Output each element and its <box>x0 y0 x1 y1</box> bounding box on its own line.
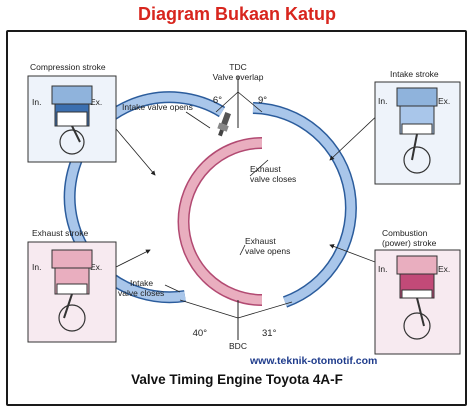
intake-closes-label-2: valve closes <box>118 288 164 298</box>
intake-stroke-panel: Intake stroke In. Ex. <box>374 69 461 185</box>
angle-exhaust-close: 9° <box>258 95 267 106</box>
exhaust-opens-label-2: valve opens <box>245 246 290 256</box>
intake-valve-ring-fill <box>65 92 225 302</box>
exhaust-closes-label-2: valve closes <box>250 174 296 184</box>
exhaust-valve-ring-fill <box>179 138 263 305</box>
exhaust-stroke-panel: Exhaust stroke In. Ex. <box>27 228 117 343</box>
combustion-in-label: In. <box>378 264 387 274</box>
compression-ex-label: Ex. <box>90 97 102 107</box>
overlap-line-left <box>215 91 239 113</box>
exhaust-opens-label-1: Exhaust <box>245 236 276 246</box>
exhaust-ex-label: Ex. <box>90 262 102 272</box>
intake-close-line <box>179 299 239 319</box>
exhaust-opens-leader <box>239 244 246 256</box>
exhaust-in-label: In. <box>32 262 41 272</box>
compression-stroke-label: Compression stroke <box>30 62 106 72</box>
intake-closes-leader <box>164 284 181 293</box>
exhaust-outer-ring-fill <box>252 103 356 307</box>
diagram-frame <box>6 30 467 406</box>
angle-intake-close: 40° <box>193 328 208 339</box>
combustion-ex-label: Ex. <box>438 264 450 274</box>
tdc-label: TDC <box>229 62 246 72</box>
exhaust-outer-ring <box>252 102 357 308</box>
spark-plug-icon <box>217 112 231 137</box>
angle-intake-open: 6° <box>213 95 222 106</box>
bdc-label: BDC <box>229 341 247 351</box>
website-url: www.teknik-otomotif.com <box>250 355 378 367</box>
diagram-title: Diagram Bukaan Katup <box>137 4 337 24</box>
intake-ex-label: Ex. <box>438 96 450 106</box>
intake-closes-label-1: Intake <box>130 278 153 288</box>
intake-opens-label: Intake valve opens <box>122 102 193 112</box>
compression-stroke-panel: Compression stroke In. Ex. <box>27 62 117 163</box>
combustion-stroke-label-2: (power) stroke <box>382 238 437 248</box>
combustion-stroke-label-1: Combustion <box>382 228 428 238</box>
valve-overlap-label: Valve overlap <box>213 72 264 82</box>
caption: Valve Timing Engine Toyota 4A-F <box>131 372 343 387</box>
intake-connector <box>329 109 384 161</box>
exhaust-open-line <box>237 301 293 319</box>
angle-exhaust-open: 31° <box>262 328 277 339</box>
compression-in-label: In. <box>32 97 41 107</box>
exhaust-closes-label-1: Exhaust <box>250 164 281 174</box>
intake-opens-leader <box>185 111 211 129</box>
exhaust-stroke-label: Exhaust stroke <box>32 228 88 238</box>
exhaust-closes-leader <box>249 159 269 177</box>
combustion-connector <box>329 244 384 266</box>
overlap-line-right <box>237 91 263 113</box>
intake-stroke-label: Intake stroke <box>390 69 439 79</box>
intake-in-label: In. <box>378 96 387 106</box>
combustion-stroke-panel: Combustion (power) stroke In. Ex. <box>374 228 461 355</box>
